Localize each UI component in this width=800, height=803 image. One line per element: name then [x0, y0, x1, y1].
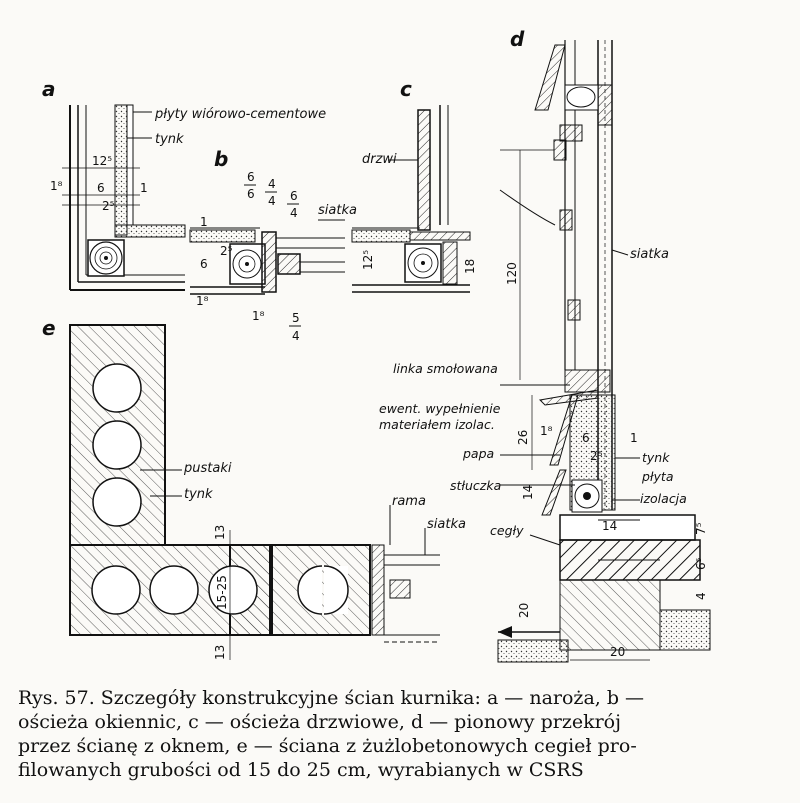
dim-d-65: 6⁵ [694, 557, 708, 570]
dim-b-18: 1⁸ [196, 294, 209, 308]
label-rama: rama [392, 494, 426, 509]
panel-c-door-jamb: c drzwi 12⁵ 18 [351, 77, 477, 293]
label-izolacja: izolacja [640, 491, 687, 506]
dim-b-6-bot: 6 [247, 187, 255, 201]
dim-d-14b: 14 [602, 519, 617, 533]
dim-b-1: 1 [200, 215, 208, 229]
panel-e-letter: e [42, 316, 56, 340]
panel-d-vertical-section: d [379, 27, 711, 663]
dim-b-4-top: 4 [268, 177, 276, 191]
label-plyty-wiorowo: płyty wiórowo-cementowe [154, 107, 326, 122]
dim-b-4-bot: 4 [268, 194, 276, 208]
label-siatka-b: siatka [318, 203, 357, 218]
panel-a-letter: a [42, 77, 56, 101]
label-papa: papa [462, 446, 494, 461]
dim-c-125: 12⁵ [361, 250, 375, 270]
label-plyta: płyta [641, 469, 673, 484]
dim-b-6-t2: 6 [290, 189, 298, 203]
panel-b-window-jamb: b siatka 6 6 4 4 6 4 1 2⁵ 6 1⁸ 1⁸ 5 4 [189, 147, 357, 343]
dim-d-75: 7⁵ [694, 522, 708, 535]
dim-d-6: 6 [582, 431, 590, 445]
caption-line-3: przez ścianę z oknem, e — ściana z żużlo… [18, 735, 637, 757]
caption-line-4: filowanych grubości od 15 do 25 cm, wyra… [18, 759, 584, 781]
dim-e-15-25: 15-25 [215, 575, 229, 610]
label-ewent-1: ewent. wypełnienie [379, 401, 501, 416]
caption-line-2: ościeża okiennic, c — ościeża drzwiowe, … [18, 711, 621, 733]
label-linka-smolowana: linka smołowana [393, 361, 498, 376]
panel-a-corner: a płyty wiórowo-cementowe tynk 12⁵ 1⁸ 6 … [42, 77, 326, 291]
label-tynk-a: tynk [155, 132, 184, 147]
dim-b-6-top: 6 [247, 170, 255, 184]
dim-b-5: 5 [292, 311, 300, 325]
dim-d-1: 1 [630, 431, 638, 445]
dim-b-4: 4 [292, 329, 300, 343]
dim-d-14: 14 [521, 485, 535, 500]
dim-e-13-bot: 13 [213, 645, 227, 660]
panel-d-letter: d [510, 27, 525, 51]
dim-a-125: 12⁵ [92, 154, 112, 168]
panel-e-block-wall: e pustaki tynk rama siatka 13 1 [42, 316, 466, 660]
panel-c-letter: c [400, 77, 412, 101]
caption-line-1: Rys. 57. Szczegóły konstrukcyjne ścian k… [18, 687, 645, 709]
dim-d-20b: 20 [610, 645, 625, 659]
dim-d-20: 20 [517, 603, 531, 618]
label-tynk-d: tynk [642, 450, 670, 465]
label-tynk-e: tynk [184, 487, 213, 502]
dim-a-1: 1 [140, 181, 148, 195]
dim-d-25: 2⁵ [590, 449, 603, 463]
label-siatka-d: siatka [630, 247, 669, 262]
dim-d-18: 1⁸ [540, 424, 553, 438]
dim-a-25: 2⁵ [102, 199, 115, 213]
figure-caption: Rys. 57. Szczegóły konstrukcyjne ścian k… [18, 686, 788, 782]
dim-b-25: 2⁵ [220, 244, 233, 258]
dim-d-120: 120 [505, 262, 519, 285]
dim-b-18b: 1⁸ [252, 309, 265, 323]
label-stluczka: stłuczka [450, 478, 501, 493]
dim-a-18: 1⁸ [50, 179, 63, 193]
label-drzwi: drzwi [362, 152, 397, 167]
construction-detail-drawing: a płyty wiórowo-cementowe tynk 12⁵ 1⁸ 6 … [42, 27, 711, 663]
label-pustaki: pustaki [183, 461, 232, 476]
dim-b-6: 6 [200, 257, 208, 271]
label-siatka-e: siatka [427, 517, 466, 532]
dim-b-4-b2: 4 [290, 206, 298, 220]
dim-d-4: 4 [694, 592, 708, 600]
label-ewent-2: materiałem izolac. [379, 417, 495, 432]
dim-c-18: 18 [463, 259, 477, 274]
dim-e-13-top: 13 [213, 525, 227, 540]
label-cegly: cegły [490, 523, 524, 538]
dim-a-6: 6 [97, 181, 105, 195]
panel-b-letter: b [214, 147, 228, 171]
dim-d-26: 26 [516, 430, 530, 445]
